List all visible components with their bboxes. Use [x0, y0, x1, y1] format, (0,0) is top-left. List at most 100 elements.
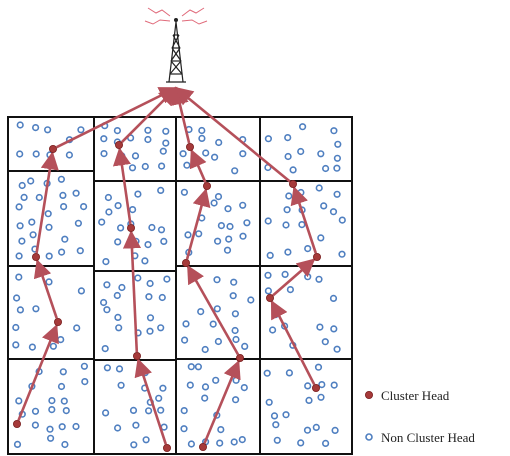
- non-cluster-head-node: [28, 218, 36, 226]
- non-cluster-head-node: [160, 237, 168, 245]
- non-cluster-head-node: [118, 283, 126, 292]
- non-cluster-head-node: [129, 206, 137, 214]
- non-cluster-head-node: [317, 150, 325, 158]
- non-cluster-head-node: [155, 394, 163, 402]
- non-cluster-head-node: [213, 276, 221, 284]
- non-cluster-head-node: [81, 378, 89, 386]
- non-cluster-head-node: [57, 336, 65, 344]
- non-cluster-head-node: [284, 152, 292, 161]
- non-cluster-head-node: [180, 425, 188, 433]
- non-cluster-head-node: [281, 270, 289, 279]
- non-cluster-head-node: [229, 292, 237, 300]
- cluster-head-node: [54, 317, 63, 326]
- non-cluster-head-node: [272, 421, 280, 429]
- non-cluster-head-node: [129, 406, 138, 415]
- non-cluster-head-node: [184, 231, 192, 239]
- non-cluster-head-node: [282, 411, 290, 419]
- non-cluster-head-node: [117, 381, 125, 389]
- non-cluster-head-node: [162, 139, 170, 147]
- non-cluster-head-node: [333, 154, 342, 162]
- non-cluster-head-node: [114, 202, 122, 210]
- non-cluster-head-node: [32, 305, 40, 313]
- non-cluster-head-node: [338, 250, 346, 258]
- non-cluster-head-node: [44, 210, 52, 218]
- non-cluster-head-node: [285, 369, 294, 377]
- non-cluster-head-node: [113, 127, 121, 135]
- non-cluster-head-node: [226, 222, 234, 231]
- non-cluster-head-node: [98, 218, 106, 226]
- route-arrow: [134, 358, 168, 445]
- non-cluster-head-node: [283, 206, 291, 214]
- non-cluster-head-node: [61, 235, 69, 243]
- radio-tower-icon: [166, 18, 186, 83]
- non-cluster-head-node: [330, 127, 338, 135]
- non-cluster-head-node: [210, 199, 218, 207]
- non-cluster-head-node: [243, 219, 251, 227]
- non-cluster-head-node: [330, 325, 338, 333]
- non-cluster-head-node: [103, 364, 111, 372]
- route-arrow: [120, 86, 178, 144]
- cluster-head-node: [312, 252, 321, 261]
- cluster-head-node: [115, 140, 124, 149]
- non-cluster-head-node: [148, 223, 156, 232]
- legend-cluster-head-marker: [364, 390, 373, 399]
- cluster-head-node: [311, 383, 320, 392]
- non-cluster-head-node: [284, 248, 292, 256]
- non-cluster-head-node: [115, 324, 123, 332]
- non-cluster-head-node: [197, 308, 205, 316]
- non-cluster-head-node: [113, 291, 121, 300]
- non-cluster-head-node: [77, 287, 85, 295]
- non-cluster-head-node: [214, 337, 222, 346]
- non-cluster-head-node: [48, 406, 56, 414]
- non-cluster-head-node: [103, 306, 111, 314]
- cluster-head-node: [181, 258, 190, 267]
- non-cluster-head-node: [201, 383, 210, 391]
- non-cluster-head-node: [303, 426, 312, 434]
- non-cluster-head-node: [146, 279, 154, 288]
- non-cluster-head-node: [72, 422, 80, 431]
- non-cluster-head-node: [232, 396, 240, 404]
- non-cluster-head-node: [157, 186, 165, 194]
- non-cluster-head-node: [338, 216, 346, 224]
- non-cluster-head-node: [216, 439, 224, 447]
- non-cluster-head-node: [159, 147, 167, 155]
- grid-cell: [259, 358, 353, 455]
- non-cluster-head-node: [57, 382, 66, 391]
- non-cluster-head-node: [304, 273, 312, 281]
- non-cluster-head-node: [27, 177, 35, 185]
- non-cluster-head-node: [144, 241, 152, 249]
- non-cluster-head-node: [15, 252, 23, 260]
- grid-cell: [175, 358, 261, 455]
- non-cluster-head-node: [320, 202, 328, 210]
- non-cluster-head-node: [58, 423, 66, 431]
- non-cluster-head-node: [158, 293, 166, 302]
- non-cluster-head-node: [214, 237, 222, 245]
- non-cluster-head-node: [232, 376, 240, 384]
- non-cluster-head-node: [186, 381, 194, 389]
- non-cluster-head-node: [128, 164, 137, 172]
- route-arrow: [17, 324, 59, 421]
- non-cluster-head-node: [330, 381, 338, 389]
- non-cluster-head-node: [159, 384, 167, 392]
- non-cluster-head-node: [61, 440, 69, 449]
- route-arrow: [186, 264, 240, 356]
- route-arrow: [174, 86, 291, 183]
- non-cluster-head-node: [144, 135, 152, 144]
- non-cluster-head-node: [28, 343, 37, 351]
- non-cluster-head-node: [305, 396, 313, 405]
- non-cluster-head-node: [270, 412, 279, 420]
- cluster-head-node: [235, 353, 244, 362]
- legend-non-cluster-head-marker: [365, 433, 373, 441]
- non-cluster-head-node: [195, 230, 203, 238]
- grid-cell: [7, 170, 95, 267]
- non-cluster-head-node: [142, 436, 150, 444]
- non-cluster-head-node: [217, 426, 225, 434]
- non-cluster-head-node: [269, 326, 277, 334]
- cluster-head-node: [127, 223, 136, 232]
- non-cluster-head-node: [224, 205, 232, 213]
- non-cluster-head-node: [104, 193, 112, 202]
- non-cluster-head-node: [212, 376, 220, 384]
- non-cluster-head-node: [113, 424, 122, 432]
- non-cluster-head-node: [217, 222, 225, 230]
- non-cluster-head-node: [238, 436, 246, 444]
